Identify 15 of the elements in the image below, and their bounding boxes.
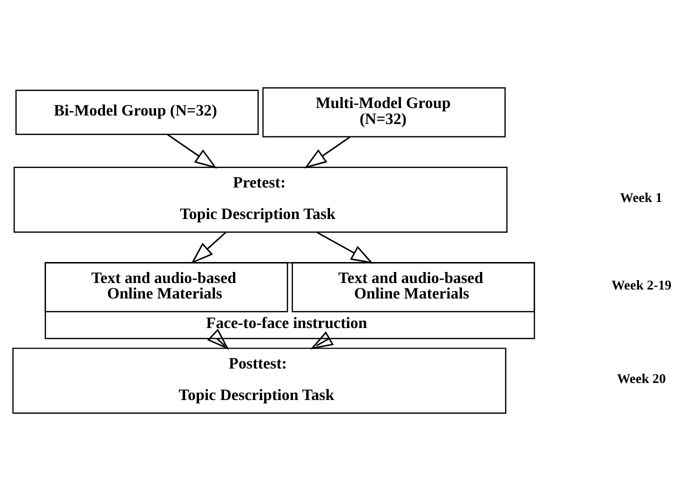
node-box: Posttest: Topic Description Task bbox=[12, 348, 506, 414]
node-box: Text and audio-based Online Materials bbox=[292, 262, 536, 312]
node-box: Pretest: Topic Description Task bbox=[14, 166, 508, 233]
node-box: Multi-Model Group (N=32) bbox=[262, 87, 506, 138]
label: Week 20 bbox=[616, 370, 666, 386]
arrow bbox=[310, 331, 334, 350]
arrow bbox=[304, 136, 350, 168]
label: Week 1 bbox=[620, 190, 662, 205]
node-box: Bi-Model Group (N=32) bbox=[15, 90, 259, 135]
arrow bbox=[316, 232, 374, 264]
label: Week 2-19 bbox=[611, 277, 672, 292]
arrow bbox=[207, 328, 230, 350]
arrow bbox=[166, 134, 218, 169]
arrow bbox=[191, 232, 226, 264]
node-box: Text and audio-based Online Materials bbox=[44, 262, 288, 312]
